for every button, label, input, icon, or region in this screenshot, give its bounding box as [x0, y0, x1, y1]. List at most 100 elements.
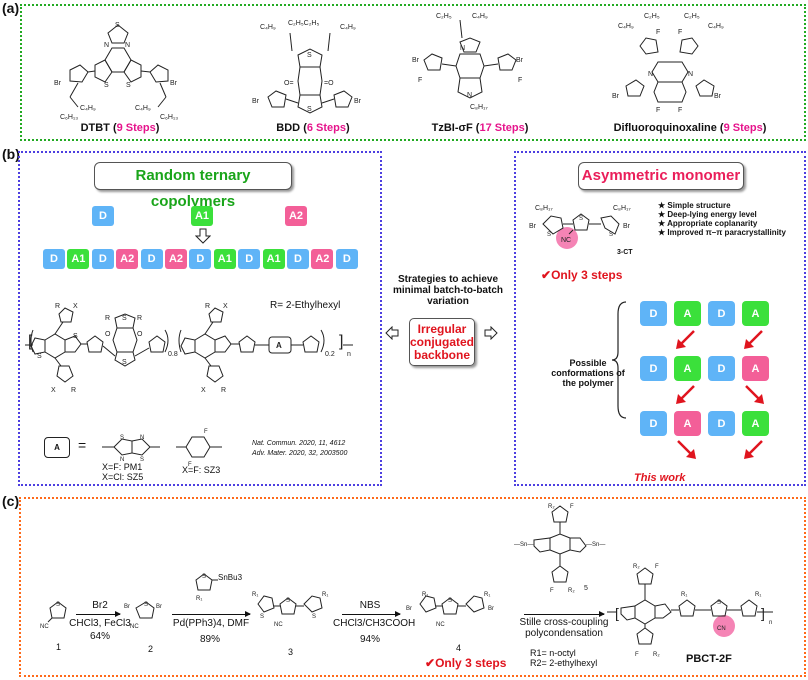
svg-text:N: N — [688, 71, 693, 78]
tzbi-caption: TzBI-σF (17 Steps) — [431, 122, 529, 134]
svg-text:N: N — [648, 71, 653, 78]
this-work-label: This work — [634, 472, 686, 484]
svg-text:n: n — [347, 351, 351, 358]
sequence-block-d: D — [43, 249, 65, 269]
red-arrow-icon — [676, 385, 695, 404]
svg-text:F: F — [678, 107, 682, 114]
compound-1-structure: S NC — [40, 598, 70, 628]
svg-text:C₈H₁₇: C₈H₁₇ — [613, 205, 631, 212]
svg-text:]: ] — [761, 605, 765, 621]
stannyl-thiophene-structure: S R₁ — [190, 570, 245, 602]
step1-yield: 64% — [89, 631, 110, 642]
only-steps-text: Only 3 steps — [435, 656, 507, 670]
conformation-block-d: D — [708, 356, 735, 381]
step3-conditions: CHCl3/CH3COOH — [333, 618, 416, 629]
bdd-steps: 6 Steps — [306, 122, 347, 134]
step1-conditions: CHCl3, FeCl3 — [69, 618, 131, 629]
tzbi-steps: 17 Steps — [479, 122, 525, 134]
pbct-2f-label: PBCT-2F — [686, 653, 732, 665]
step4-arrow — [524, 611, 605, 617]
sequence-block-a2: A2 — [116, 249, 139, 269]
svg-text:R₂: R₂ — [568, 588, 575, 594]
conformations-label: Possible conformations of the polymer — [551, 358, 625, 388]
svg-text:R₁: R₁ — [422, 592, 428, 598]
svg-text:S: S — [202, 574, 206, 580]
sequence-block-d: D — [140, 249, 163, 269]
svg-text:—Sn—: —Sn— — [586, 542, 605, 548]
r2-definition: R2= 2-ethylhexyl — [530, 658, 598, 668]
red-arrow-icon — [744, 440, 763, 459]
svg-text:NC: NC — [130, 624, 139, 630]
step1-reagent: Br2 — [92, 600, 108, 611]
feature-text: Improved π–π paracrystallinity — [667, 228, 786, 237]
reference-2: Adv. Mater. 2020, 32, 2003500 — [252, 450, 348, 457]
svg-text:F: F — [655, 564, 659, 570]
svg-text:R₁: R₁ — [681, 592, 687, 598]
sz3-label: X=F: SZ3 — [182, 465, 221, 475]
svg-text:O=: O= — [284, 80, 294, 87]
svg-text:F: F — [204, 429, 208, 435]
difluoroquinoxaline-caption: Difluoroquinoxaline (9 Steps) — [613, 122, 767, 134]
svg-text:C₄H₉: C₄H₉ — [708, 23, 724, 30]
svg-text:N: N — [120, 457, 124, 463]
svg-text:C₂H₅: C₂H₅ — [684, 13, 700, 20]
svg-text:C₂H₅: C₂H₅ — [644, 13, 660, 20]
svg-text:R: R — [137, 315, 142, 322]
svg-text:C₄H₉: C₄H₉ — [618, 23, 634, 30]
conformation-block-d: D — [640, 411, 667, 436]
svg-text:S: S — [104, 82, 109, 89]
svg-text:S: S — [144, 602, 148, 608]
svg-text:Br: Br — [54, 80, 62, 87]
svg-text:R₂: R₂ — [653, 652, 660, 658]
monomer-d: D — [92, 206, 114, 226]
pbct-2f-structure: [ R₂ F F R₂ R₁ S CN R₁ ] n — [605, 560, 805, 660]
conformation-block-a: A — [742, 411, 769, 436]
svg-text:C₆H₁₃: C₆H₁₃ — [60, 114, 78, 120]
feature-item: ★ Appropriate coplanarity — [658, 219, 786, 228]
svg-text:O: O — [137, 331, 143, 338]
conformation-block-a: A — [742, 356, 769, 381]
svg-text:S: S — [122, 359, 127, 366]
feature-text: Simple structure — [667, 201, 731, 210]
dtbt-structure: S N N S S Br Br C₄H₉ C₆H₁₃ C₄H₉ C₆H₁₃ — [40, 15, 190, 120]
svg-text:N: N — [104, 42, 109, 49]
svg-text:N: N — [460, 45, 465, 52]
compound-3-structure: S S S R₁ R₁ NC — [250, 588, 335, 633]
step2-arrow — [172, 611, 251, 617]
svg-text:R: R — [55, 303, 60, 310]
compound-2-label: 2 — [148, 644, 154, 654]
sequence-block-d: D — [335, 249, 358, 269]
svg-text:NC: NC — [40, 624, 49, 628]
dtbt-caption: DTBT (9 Steps) — [80, 122, 160, 134]
step1-arrow — [76, 611, 121, 617]
r-definition: R= 2-Ethylhexyl — [270, 300, 341, 311]
svg-text:Br: Br — [488, 606, 494, 612]
svg-text:S: S — [286, 598, 290, 604]
star-icon: ★ — [658, 201, 668, 210]
svg-text:Br: Br — [623, 223, 631, 230]
svg-text:F: F — [518, 77, 522, 84]
svg-text:NC: NC — [274, 622, 283, 628]
step2-conditions: Pd(PPh3)4, DMF — [172, 618, 250, 629]
irregular-backbone-box: Irregular conjugated backbone — [409, 318, 475, 366]
step2-yield: 89% — [199, 634, 220, 645]
panel-a-frame — [20, 4, 806, 141]
svg-text:C₄H₉: C₄H₉ — [135, 105, 151, 112]
svg-text:R₁: R₁ — [755, 592, 761, 598]
star-icon: ★ — [658, 228, 668, 237]
only-steps-b: ✔Only 3 steps — [541, 268, 622, 282]
svg-text:S: S — [312, 614, 316, 620]
svg-text:CN: CN — [717, 626, 726, 632]
svg-text:R₁: R₁ — [322, 592, 328, 598]
svg-text:X: X — [201, 387, 206, 394]
svg-text:R: R — [105, 315, 110, 322]
svg-text:S: S — [120, 435, 124, 441]
svg-text:S: S — [260, 614, 264, 620]
compound-1-label: 1 — [56, 642, 62, 652]
sz5-label: X=Cl: SZ5 — [102, 472, 144, 482]
red-arrow-icon — [676, 330, 695, 349]
conformation-block-d: D — [708, 411, 735, 436]
difluoroquinoxaline-structure: C₄H₉ C₂H₅ C₂H₅ C₄H₉ F F N N Br Br F F — [610, 6, 730, 116]
pm1-label: X=F: PM1 — [102, 462, 143, 472]
svg-text:R₂: R₂ — [633, 564, 640, 570]
